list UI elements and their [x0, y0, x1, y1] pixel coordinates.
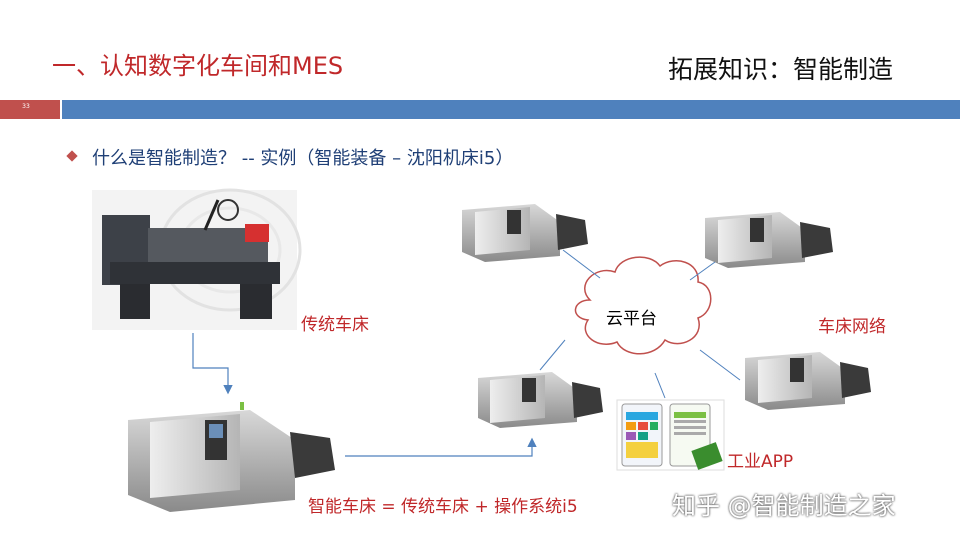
- app-label: 工业APP: [727, 452, 794, 472]
- header-bar-blue: [62, 100, 960, 119]
- arrow-down: [192, 333, 233, 395]
- industrial-app-image: [616, 399, 725, 471]
- link-line-5: [654, 372, 666, 399]
- arrow-right-up: [345, 437, 537, 457]
- section-title: 拓展知识：智能制造: [668, 55, 894, 84]
- watermark: 知乎 @智能制造之家: [672, 492, 896, 520]
- smart-lathe-image: [128, 402, 335, 512]
- header-bar-red: [0, 100, 60, 119]
- page-title: 一、认知数字化车间和MES: [52, 52, 344, 80]
- bullet-text: 什么是智能制造？ -- 实例（智能装备 – 沈阳机床i5）: [92, 148, 514, 169]
- network-label: 车床网络: [818, 317, 886, 337]
- network-lathe-3: [478, 372, 603, 428]
- cloud-shape: [574, 256, 712, 355]
- network-lathe-4: [745, 352, 871, 410]
- cloud-label: 云平台: [606, 309, 657, 329]
- page-number: 33: [22, 103, 30, 110]
- link-line-3: [539, 339, 566, 371]
- network-lathe-1: [462, 204, 588, 262]
- smart-lathe-label: 智能车床 = 传统车床 + 操作系统i5: [308, 497, 578, 517]
- link-line-4: [699, 349, 741, 381]
- link-line-1: [562, 249, 601, 279]
- traditional-lathe-image: [92, 188, 302, 330]
- link-line-2: [689, 261, 716, 281]
- network-lathe-2: [705, 212, 833, 268]
- traditional-lathe-label: 传统车床: [301, 315, 369, 335]
